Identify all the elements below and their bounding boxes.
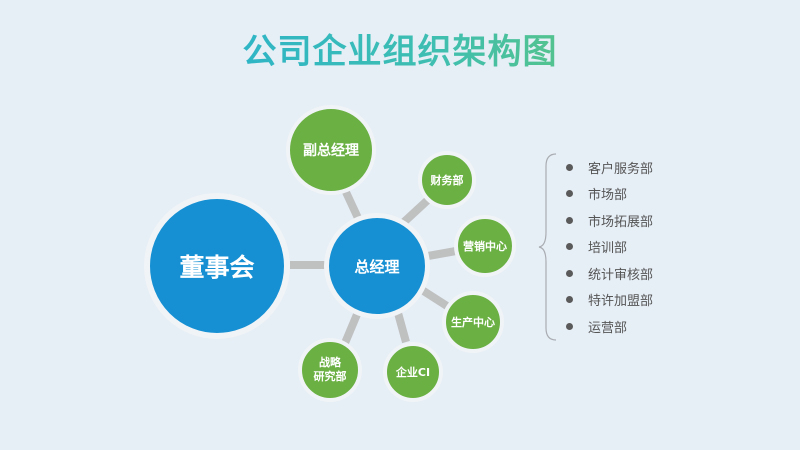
list-item: 统计审核部 — [566, 260, 653, 287]
node-board-label: 董事会 — [179, 253, 255, 282]
list-item: 特许加盟部 — [566, 287, 653, 314]
connector-gm-production — [419, 286, 450, 310]
node-deputy-gm: 副总经理 — [286, 105, 376, 195]
node-production-label: 生产中心 — [451, 316, 495, 329]
curly-brace-icon — [538, 153, 557, 341]
list-item: 市场部 — [566, 181, 653, 208]
connector-gm-marketing — [427, 247, 457, 260]
node-gm-label: 总经理 — [354, 257, 400, 276]
node-corporate-ci: 企业CI — [383, 342, 443, 402]
connector-gm-deputy — [341, 188, 362, 220]
list-item: 客户服务部 — [566, 154, 653, 181]
node-general-manager: 总经理 — [324, 213, 430, 319]
node-strategy-research: 战略 研究部 — [298, 338, 362, 402]
bullet-icon — [566, 190, 573, 198]
list-item: 培训部 — [566, 234, 653, 261]
node-finance: 财务部 — [418, 151, 476, 209]
node-finance-label: 财务部 — [430, 174, 464, 187]
node-board: 董事会 — [144, 193, 290, 339]
connector-gm-ci — [394, 311, 410, 344]
node-marketing-center: 营销中心 — [454, 215, 516, 277]
list-item: 运营部 — [566, 313, 653, 340]
page-title: 公司企业组织架构图 — [0, 24, 800, 73]
bullet-icon — [566, 216, 573, 224]
list-item: 市场拓展部 — [566, 207, 653, 234]
node-production-center: 生产中心 — [442, 291, 504, 353]
node-marketing-label: 营销中心 — [463, 240, 507, 253]
node-strategy-label-1: 战略 — [319, 356, 341, 369]
bullet-icon — [566, 269, 573, 277]
connector-gm-strategy — [341, 310, 362, 345]
bullet-icon — [566, 296, 573, 304]
node-deputy-gm-label: 副总经理 — [303, 143, 359, 159]
bullet-icon — [566, 243, 573, 251]
department-list: 客户服务部 市场部 市场拓展部 培训部 统计审核部 特许加盟部 运营部 — [566, 154, 653, 340]
node-ci-label: 企业CI — [395, 366, 431, 379]
bullet-icon — [566, 322, 573, 330]
connector-gm-finance — [401, 195, 433, 225]
node-strategy-label-2: 研究部 — [313, 370, 347, 383]
bullet-icon — [566, 163, 573, 171]
